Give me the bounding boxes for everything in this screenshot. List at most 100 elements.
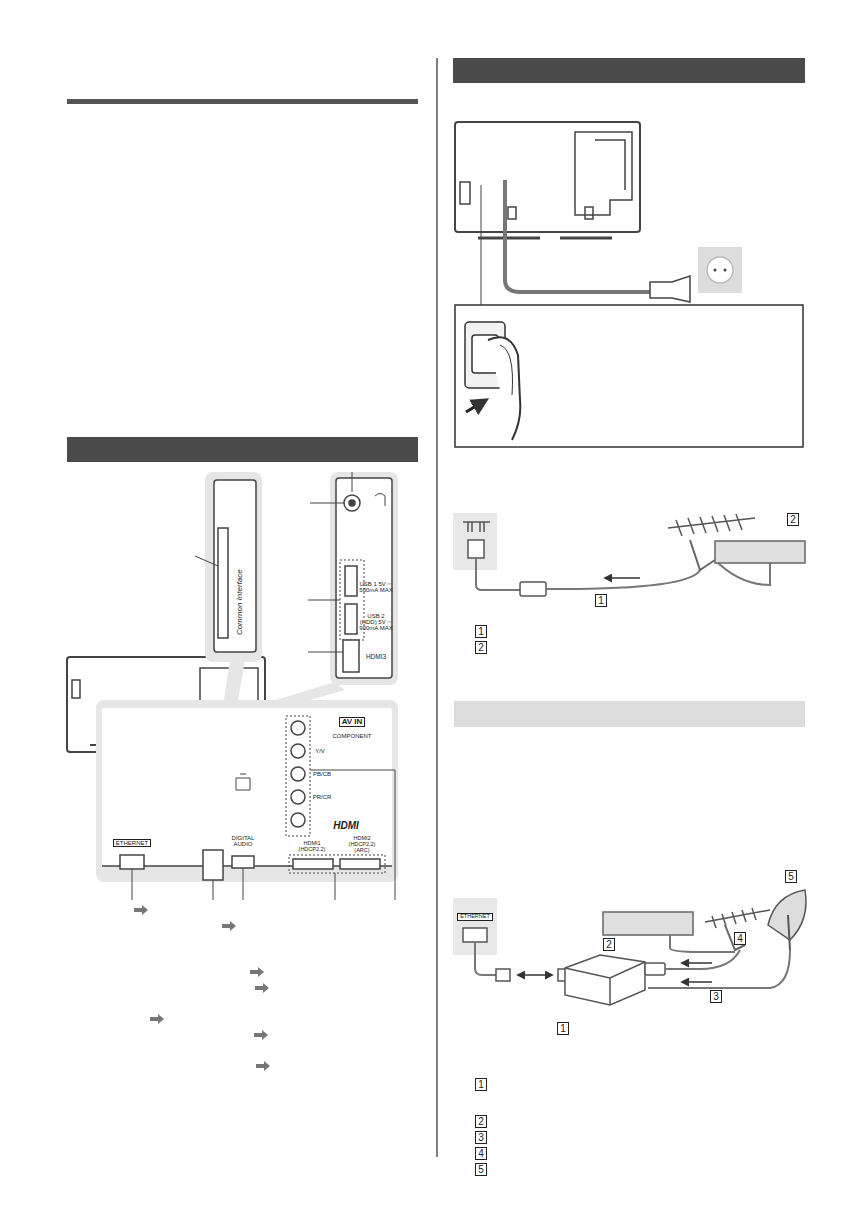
tv-rear-terminals-shape — [291, 744, 305, 758]
tv-rear-terminals-shape — [291, 813, 305, 827]
network-connection-shape — [603, 912, 693, 935]
aerial-connection-shape — [668, 514, 755, 536]
port-label: ETHERNET — [113, 839, 151, 847]
aerial-connection-shape — [468, 540, 484, 558]
callout-number: 3 — [475, 1131, 487, 1144]
tv-rear-terminals-shape — [232, 856, 254, 868]
reference-arrows-shape — [250, 967, 264, 977]
network-connection-shape — [768, 890, 806, 940]
section-rules — [67, 58, 805, 1157]
callout-number: 2 — [603, 938, 615, 951]
tv-rear-terminals-shape — [310, 770, 395, 771]
port-label: ETHERNET — [457, 913, 493, 921]
tv-rear-terminals-shape — [344, 495, 360, 511]
section-rules-shape — [453, 58, 805, 83]
network-connection-shape — [565, 962, 645, 1005]
power-inset-shape — [488, 337, 520, 440]
power-tv-rear-shape — [478, 237, 540, 240]
power-tv-rear-shape — [481, 185, 482, 305]
power-inset-shape — [500, 345, 513, 395]
tv-rear-terminals-shape — [72, 680, 80, 698]
aerial-connection-shape — [476, 558, 520, 590]
tv-rear-terminals-shape — [214, 480, 256, 652]
tv-rear-terminals-shape — [345, 604, 357, 634]
tv-rear-terminals-shape — [96, 700, 398, 882]
tv-rear-terminals-shape — [195, 556, 218, 566]
logo-text: HDMI — [333, 821, 359, 832]
network-connection-shape — [725, 925, 745, 950]
callout-number: 5 — [785, 870, 797, 883]
network-connection-shape — [648, 950, 790, 988]
callout-number: 5 — [475, 1163, 487, 1176]
callout-number: 2 — [475, 641, 487, 654]
network-connection-shape — [670, 935, 735, 952]
network-connection-shape — [682, 962, 712, 964]
callout-number: 1 — [557, 1022, 569, 1035]
port-label: PR/CR — [313, 794, 332, 800]
callout-number: 4 — [475, 1147, 487, 1160]
tv-rear-terminals-shape — [330, 472, 398, 685]
port-label: AV IN — [339, 717, 366, 727]
power-tv-rear-shape — [595, 140, 625, 190]
tv-rear-terminals-shape — [291, 790, 305, 804]
reference-arrows-shape — [256, 1061, 270, 1071]
tv-rear-terminals-shape — [243, 868, 244, 900]
tv-rear-terminals-shape — [340, 859, 380, 869]
power-tv-rear-shape — [575, 132, 632, 215]
reference-arrows — [134, 905, 270, 1071]
tv-rear-terminals-shape — [308, 600, 340, 601]
power-tv-rear-shape — [460, 182, 470, 204]
aerial-connection-shape — [463, 522, 490, 532]
section-rules-shape — [436, 58, 438, 1157]
port-label: USB 1 5V ⎓ 500mA MAX — [359, 581, 393, 594]
slot-label: Common Interface — [236, 569, 244, 635]
aerial-connection-shape — [605, 577, 640, 579]
callout-number: 1 — [475, 625, 487, 638]
tv-rear-terminals-shape — [345, 566, 357, 596]
tv-rear-terminals-shape — [132, 869, 133, 900]
tv-rear-terminals-shape — [205, 472, 262, 662]
power-inset-shape — [455, 305, 803, 447]
power-tv-rear-shape — [455, 122, 640, 232]
power-tv-rear-shape — [508, 207, 516, 219]
tv-rear-terminals-shape — [291, 767, 305, 781]
callout-number: 4 — [734, 932, 746, 945]
aerial-connection-shape — [690, 540, 715, 570]
section-rules-shape — [67, 99, 418, 104]
power-tv-rear-shape — [698, 247, 742, 293]
reference-arrows-shape — [255, 983, 269, 993]
port-label: DIGITAL AUDIO — [225, 835, 261, 848]
network-connection-shape — [518, 974, 552, 976]
aerial-connection-shape — [520, 582, 546, 596]
tv-rear-terminals-shape — [213, 880, 214, 900]
tv-rear-terminals-shape — [335, 873, 336, 900]
network-connection — [453, 890, 806, 1005]
network-connection-shape — [496, 969, 510, 981]
aerial-connection — [453, 513, 805, 596]
power-tv-rear-shape — [505, 180, 650, 292]
port-label: HDMI1 (HDCP2.2) — [292, 841, 332, 853]
callout-number: 2 — [475, 1115, 487, 1128]
network-connection-shape — [645, 963, 665, 975]
tv-rear-terminals-shape — [352, 472, 353, 492]
network-connection-shape — [565, 955, 645, 1005]
power-inset-shape — [466, 400, 486, 412]
section-rules-shape — [454, 701, 805, 727]
power-tv-rear-shape — [650, 276, 690, 302]
reference-arrows-shape — [254, 1030, 268, 1040]
callout-number: 3 — [710, 990, 722, 1003]
callout-number: 1 — [595, 594, 607, 607]
port-label: PB/CB — [313, 771, 331, 777]
network-connection-shape — [682, 981, 712, 983]
network-connection-shape — [705, 908, 770, 928]
power-tv-rear-shape — [585, 207, 593, 219]
power-tv-rear-shape — [707, 257, 733, 283]
tv-rear-terminals-shape — [291, 721, 305, 735]
tv-rear-terminals-shape — [349, 500, 355, 506]
port-label: HDMI2 (HDCP2.2) (ARC) — [341, 836, 383, 853]
section-rules-shape — [67, 437, 418, 462]
power-tv-rear — [455, 122, 742, 305]
network-connection-shape — [475, 942, 496, 975]
tv-rear-terminals-shape — [289, 855, 385, 873]
